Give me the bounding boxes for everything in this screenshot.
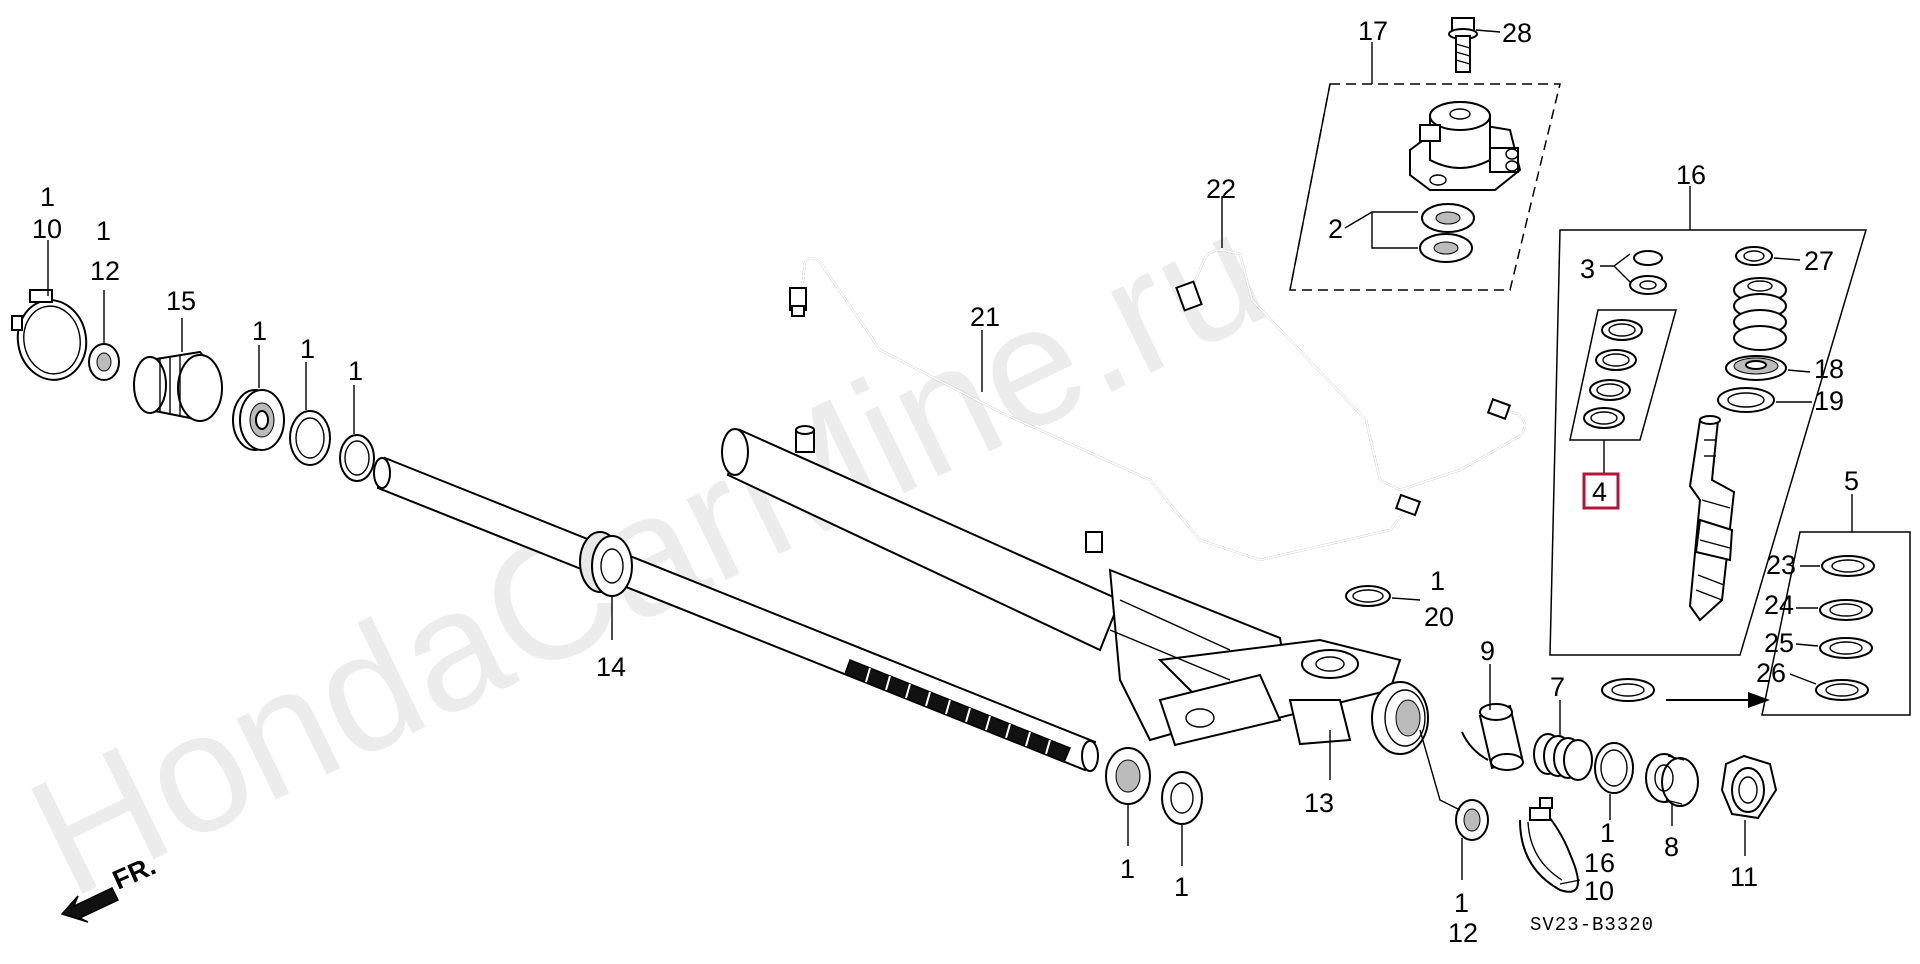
spring-7[interactable]	[1533, 733, 1593, 781]
leader-13-pointer	[1419, 729, 1461, 811]
callout-1i: 1	[1174, 872, 1189, 902]
callout-14: 14	[596, 652, 626, 682]
seal-set-5-frame	[1761, 531, 1911, 716]
callout-27: 27	[1804, 246, 1834, 276]
pinion-box-frame	[1549, 229, 1868, 656]
seal-3[interactable]	[1629, 250, 1667, 295]
seal-26[interactable]	[1815, 679, 1869, 701]
callout-2: 2	[1328, 214, 1343, 244]
pinion-spring-stack[interactable]	[1733, 277, 1787, 351]
steering-rack-14[interactable]	[373, 456, 1099, 772]
callout-22: 22	[1206, 174, 1236, 204]
callout-15: 15	[166, 286, 196, 316]
leader-10b	[1559, 879, 1581, 885]
locknut-11[interactable]	[1720, 754, 1778, 820]
leader-25	[1795, 643, 1819, 647]
adjust-screw-8[interactable]	[1645, 753, 1699, 807]
bearing-18[interactable]	[1725, 355, 1787, 381]
callout-5: 5	[1844, 466, 1859, 496]
valve-box-frame	[1289, 83, 1561, 291]
callout-17: 17	[1358, 16, 1388, 46]
callout-23: 23	[1766, 550, 1796, 580]
callout-26: 26	[1756, 658, 1786, 688]
leader-3	[1600, 253, 1631, 283]
valve-body-17[interactable]	[1409, 101, 1522, 191]
callout-4: 4	[1592, 477, 1607, 507]
seal-23[interactable]	[1821, 555, 1875, 577]
callout-16: 16	[1676, 160, 1706, 190]
leader-18	[1787, 369, 1811, 373]
clamp-band-right[interactable]	[1519, 797, 1579, 893]
pinion-shaft[interactable]	[1688, 415, 1736, 622]
diagram-code: SV23-B3320	[1530, 914, 1654, 936]
kit-4-frame	[1569, 309, 1677, 441]
callout-12b: 12	[1448, 918, 1478, 948]
callout-18: 18	[1814, 354, 1844, 384]
o-ring-1b[interactable]	[339, 434, 375, 482]
bolt-28[interactable]	[1448, 17, 1478, 73]
callout-1d: 1	[300, 334, 315, 364]
rack-bushing-15[interactable]	[133, 350, 223, 422]
watermark: HondaCarMine.ru	[3, 174, 1292, 933]
callout-20: 20	[1424, 602, 1454, 632]
leader-27	[1773, 257, 1801, 261]
callout-8: 8	[1664, 832, 1679, 862]
callout-9: 9	[1480, 636, 1495, 666]
washer-27[interactable]	[1735, 246, 1773, 266]
callout-10a: 10	[32, 214, 62, 244]
rack-seal-1a[interactable]	[1105, 747, 1151, 805]
feed-pipe-21[interactable]	[789, 257, 1422, 561]
callout-24: 24	[1764, 590, 1794, 620]
callout-1g: 1	[1600, 818, 1615, 848]
clamp-band-left[interactable]	[11, 289, 93, 385]
seal-pair-2[interactable]	[1419, 203, 1475, 263]
callout-3: 3	[1580, 254, 1595, 284]
callout-1a: 1	[40, 182, 55, 212]
callout-10b: 10	[1584, 876, 1614, 906]
callout-25: 25	[1764, 628, 1794, 658]
seal-19[interactable]	[1717, 387, 1775, 413]
callout-28: 28	[1502, 18, 1532, 48]
leader-20	[1391, 597, 1421, 601]
arrow-to-set-5	[1666, 692, 1770, 708]
callout-1j: 1	[1454, 888, 1469, 918]
callout-6: 6	[1600, 848, 1615, 878]
rack-stopper-14[interactable]	[579, 531, 633, 597]
leader-2	[1344, 211, 1418, 249]
callout-7: 7	[1550, 672, 1565, 702]
callout-11: 11	[1730, 862, 1758, 892]
rack-guide-9[interactable]	[1461, 703, 1524, 771]
callout-13: 13	[1304, 788, 1334, 818]
small-ring-12[interactable]	[88, 343, 120, 381]
callout-1k: 1	[1584, 848, 1599, 878]
rack-seal-1b[interactable]	[1161, 771, 1203, 825]
callout-1e: 1	[348, 356, 363, 386]
callout-21: 21	[970, 302, 1000, 332]
bearing-1[interactable]	[232, 389, 285, 451]
loose-seal[interactable]	[1601, 678, 1655, 702]
callout-1c: 1	[252, 316, 267, 346]
callout-1f: 1	[1430, 566, 1445, 596]
o-ring-6[interactable]	[1594, 742, 1634, 794]
o-ring-20[interactable]	[1345, 585, 1391, 607]
seal-25[interactable]	[1819, 637, 1873, 659]
gearbox-housing-13[interactable]	[721, 425, 1429, 755]
o-ring-1a[interactable]	[289, 410, 331, 466]
callout-19: 19	[1814, 386, 1844, 416]
callout-12a: 12	[90, 256, 120, 286]
leader-26	[1789, 673, 1817, 685]
leader-28	[1475, 29, 1501, 33]
small-ring-12-right[interactable]	[1455, 799, 1489, 841]
callout-1b: 1	[96, 216, 111, 246]
callout-1h: 1	[1120, 854, 1135, 884]
seal-kit-4[interactable]	[1583, 319, 1643, 429]
seal-24[interactable]	[1819, 599, 1873, 621]
highlighted-part-4[interactable]: 4	[1582, 472, 1620, 510]
return-pipe-22[interactable]	[1175, 249, 1526, 491]
